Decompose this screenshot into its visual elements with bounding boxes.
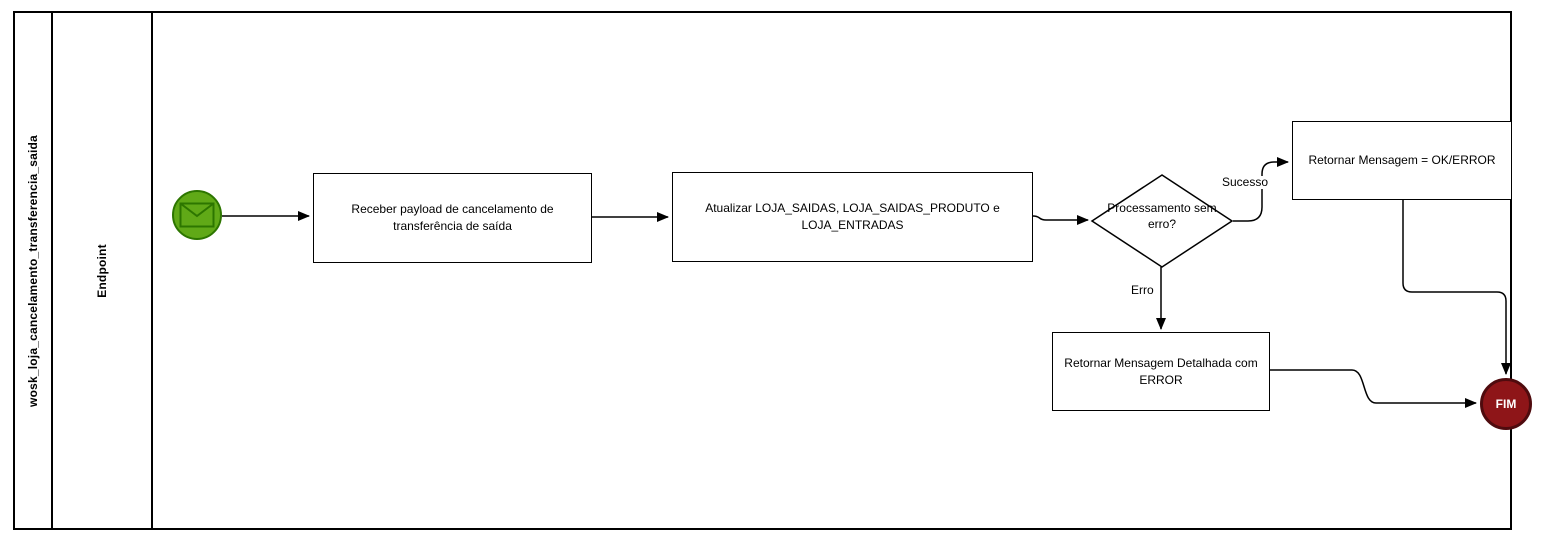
task-label: Retornar Mensagem = OK/ERROR [1308, 153, 1496, 168]
end-event-fim[interactable]: FIM [1480, 378, 1532, 430]
edge-label-sucesso: Sucesso [1220, 175, 1271, 190]
pool-border [13, 11, 1512, 530]
gateway-processamento-sem-erro[interactable]: Processamento sem erro? [1107, 201, 1217, 232]
message-start-event[interactable] [172, 190, 222, 240]
envelope-icon [179, 202, 215, 228]
lane-header-divider [151, 11, 153, 530]
task-atualizar-tabelas[interactable]: Atualizar LOJA_SAIDAS, LOJA_SAIDAS_PRODU… [672, 172, 1033, 262]
task-receber-payload[interactable]: Receber payload de cancelamento de trans… [313, 173, 592, 263]
pool-title: wosk_loja_cancelamento_transferencia_sai… [25, 134, 40, 407]
task-retornar-mensagem-detalhada[interactable]: Retornar Mensagem Detalhada com ERROR [1052, 332, 1270, 411]
lane-title: Endpoint [95, 243, 109, 298]
end-event-label: FIM [1495, 397, 1517, 411]
pool-header: wosk_loja_cancelamento_transferencia_sai… [13, 11, 52, 530]
lane-header-endpoint: Endpoint [53, 11, 151, 530]
task-retornar-mensagem-ok-error[interactable]: Retornar Mensagem = OK/ERROR [1292, 121, 1512, 200]
task-label: Retornar Mensagem Detalhada com ERROR [1064, 355, 1258, 387]
task-label: Receber payload de cancelamento de trans… [351, 202, 554, 233]
pool-lane-divider [51, 11, 53, 530]
task-label: Atualizar LOJA_SAIDAS, LOJA_SAIDAS_PRODU… [705, 201, 1000, 232]
edge-label-erro: Erro [1129, 283, 1156, 298]
